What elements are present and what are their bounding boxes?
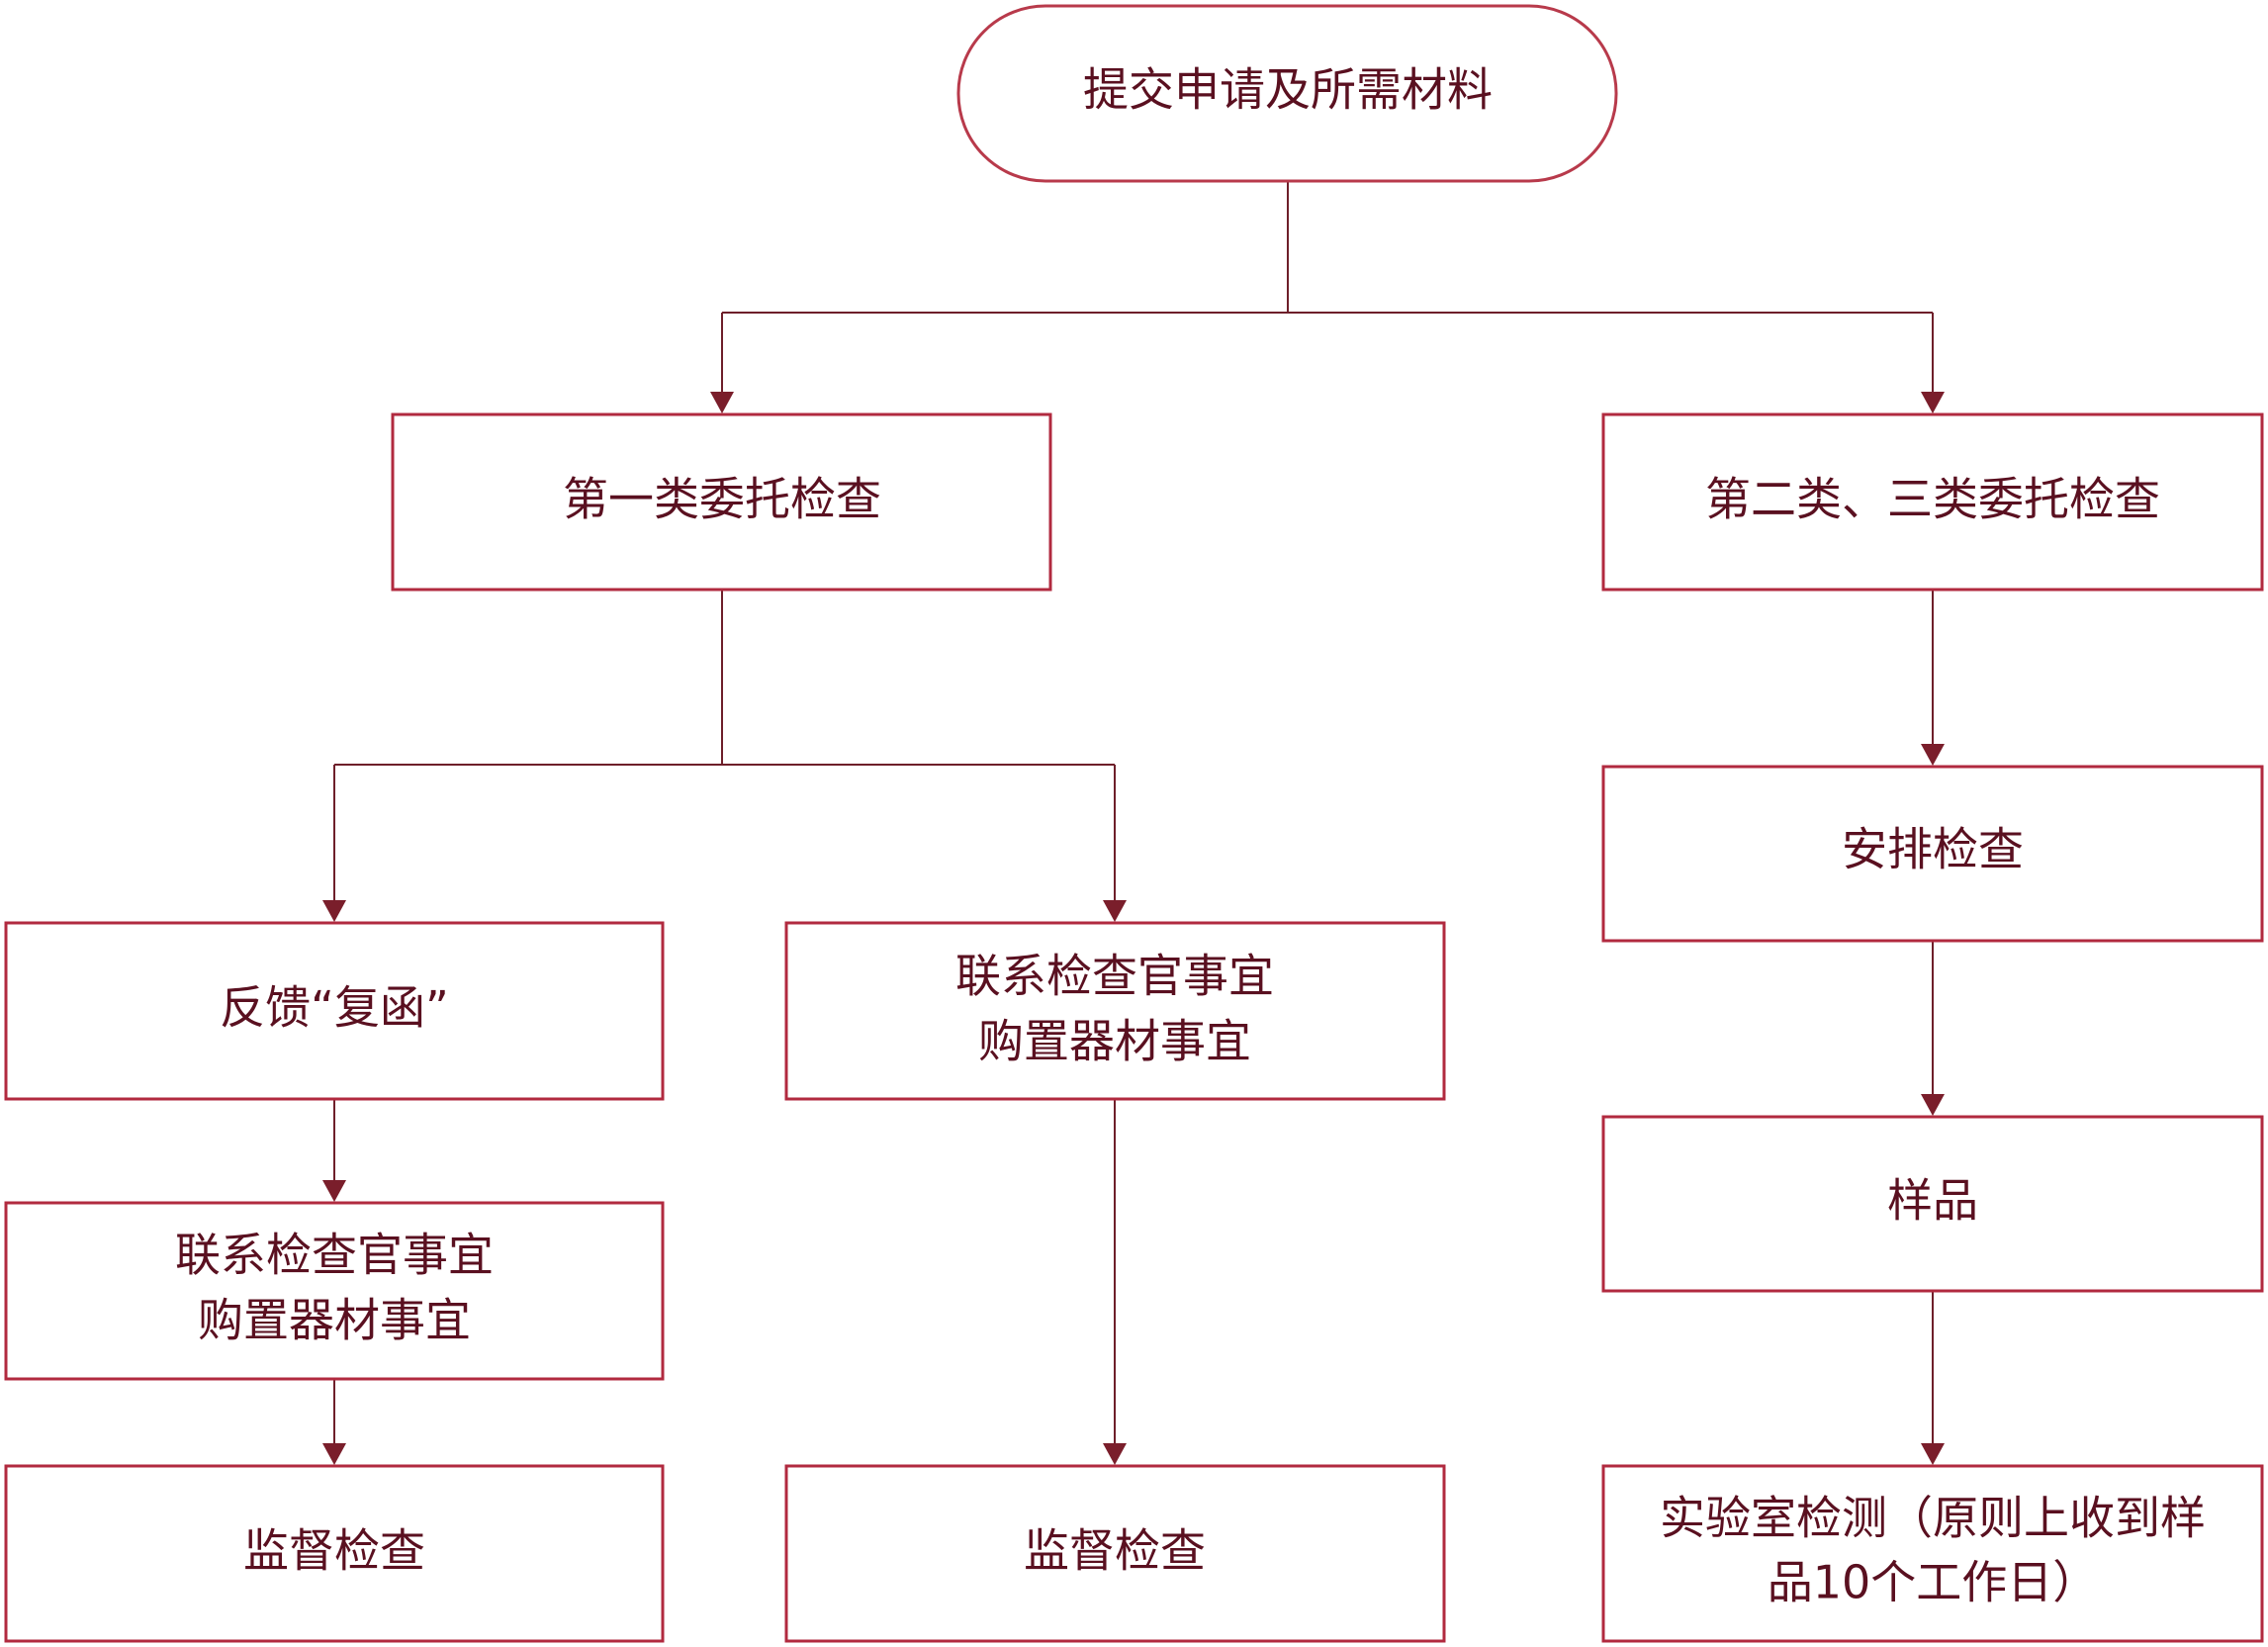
lab-line1: 实验室检测（原则上收到样 xyxy=(1660,1492,2206,1545)
contact-mid-line1: 联系检查官事宜 xyxy=(955,950,1274,1003)
arrowhead-class1 xyxy=(710,392,734,413)
node-contact-left: 联系检查官事宜 购置器材事宜 xyxy=(4,1201,665,1381)
arrowheads xyxy=(322,392,1945,1465)
supervise-left-box xyxy=(4,1464,665,1643)
arrange-label: 安排检查 xyxy=(1842,823,2024,876)
class23-box xyxy=(1601,412,2264,592)
node-start: 提交申请及所需材料 xyxy=(956,4,1618,183)
arrowhead-contact-left xyxy=(322,1180,346,1202)
start-terminal-shape xyxy=(956,4,1618,183)
supervise-left-label: 监督检查 xyxy=(243,1524,425,1578)
node-lab: 实验室检测（原则上收到样 品10个工作日） xyxy=(1601,1464,2264,1643)
arrowhead-class23 xyxy=(1921,392,1945,413)
connectors xyxy=(333,181,1934,1443)
contact-left-line1: 联系检查官事宜 xyxy=(175,1229,494,1282)
class1-label: 第一类委托检查 xyxy=(563,473,881,526)
arrowhead-supervise-left xyxy=(322,1443,346,1465)
contact-mid-box xyxy=(784,921,1446,1101)
node-contact-mid: 联系检查官事宜 购置器材事宜 xyxy=(784,921,1446,1101)
arrowhead-sample xyxy=(1921,1094,1945,1116)
supervise-mid-box xyxy=(784,1464,1446,1643)
arrange-box xyxy=(1601,765,2264,943)
arrowhead-arrange xyxy=(1921,744,1945,766)
node-feedback: 反馈“复函” xyxy=(4,921,665,1101)
arrowhead-contact-mid xyxy=(1103,900,1127,922)
arrowhead-supervise-mid xyxy=(1103,1443,1127,1465)
start-label: 提交申请及所需材料 xyxy=(1083,63,1493,117)
node-supervise-left: 监督检查 xyxy=(4,1464,665,1643)
class1-box xyxy=(391,412,1052,592)
supervise-mid-label: 监督检查 xyxy=(1024,1524,1206,1578)
node-class1: 第一类委托检查 xyxy=(391,412,1052,592)
lab-box xyxy=(1601,1464,2264,1643)
arrowhead-lab xyxy=(1921,1443,1945,1465)
node-supervise-mid: 监督检查 xyxy=(784,1464,1446,1643)
sample-label: 样品 xyxy=(1887,1174,1978,1228)
class23-label: 第二类、三类委托检查 xyxy=(1705,473,2160,526)
arrowhead-feedback xyxy=(322,900,346,922)
contact-left-box xyxy=(4,1201,665,1381)
feedback-label: 反馈“复函” xyxy=(220,981,449,1035)
sample-box xyxy=(1601,1115,2264,1293)
node-sample: 样品 xyxy=(1601,1115,2264,1293)
feedback-box xyxy=(4,921,665,1101)
contact-mid-line2: 购置器材事宜 xyxy=(978,1015,1251,1068)
node-class23: 第二类、三类委托检查 xyxy=(1601,412,2264,592)
node-arrange: 安排检查 xyxy=(1601,765,2264,943)
contact-left-line2: 购置器材事宜 xyxy=(198,1294,471,1347)
lab-line2: 品10个工作日） xyxy=(1768,1556,2099,1609)
